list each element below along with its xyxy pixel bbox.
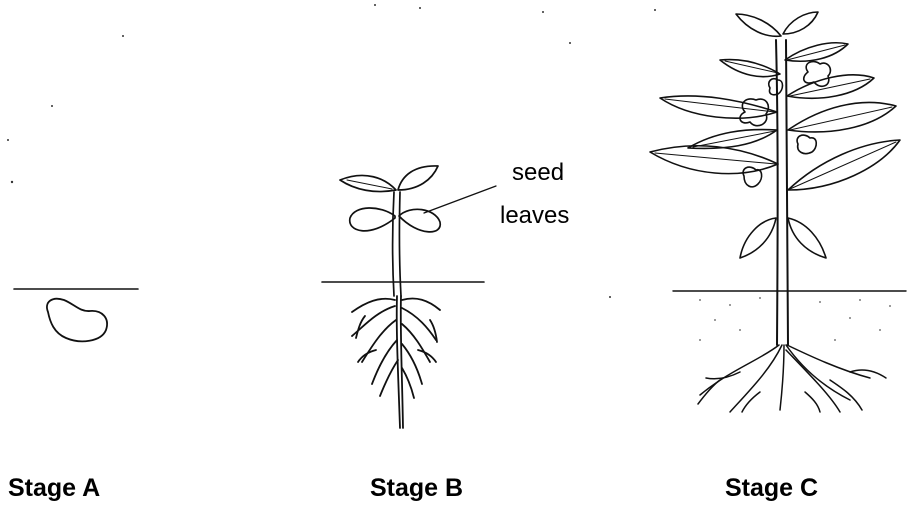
scan-specks [7,4,656,298]
stage-c-soil-texture [699,297,891,341]
stage-c-label: Stage C [725,474,818,503]
stage-a-drawing [14,289,138,341]
stage-b-drawing [322,166,496,428]
stage-c-roots [698,345,886,412]
stage-c-leaves [650,12,900,258]
stage-c-leaf-veins [655,45,896,189]
stage-b-seed-leaf-right [399,209,440,232]
stage-a-seed [47,299,107,342]
stage-b-leaf-left [340,175,396,191]
stage-b-leaf-right [398,166,438,190]
stage-c-drawing [650,12,906,412]
annotation-pointer [424,186,496,213]
stage-b-stem [393,192,402,296]
stage-b-seed-leaf-left [350,208,395,231]
stage-b-label: Stage B [370,474,463,503]
stage-a-label: Stage A [8,474,100,503]
annotation-leaves: leaves [500,203,569,229]
stage-b-roots [352,296,440,428]
annotation-seed: seed [512,160,564,186]
